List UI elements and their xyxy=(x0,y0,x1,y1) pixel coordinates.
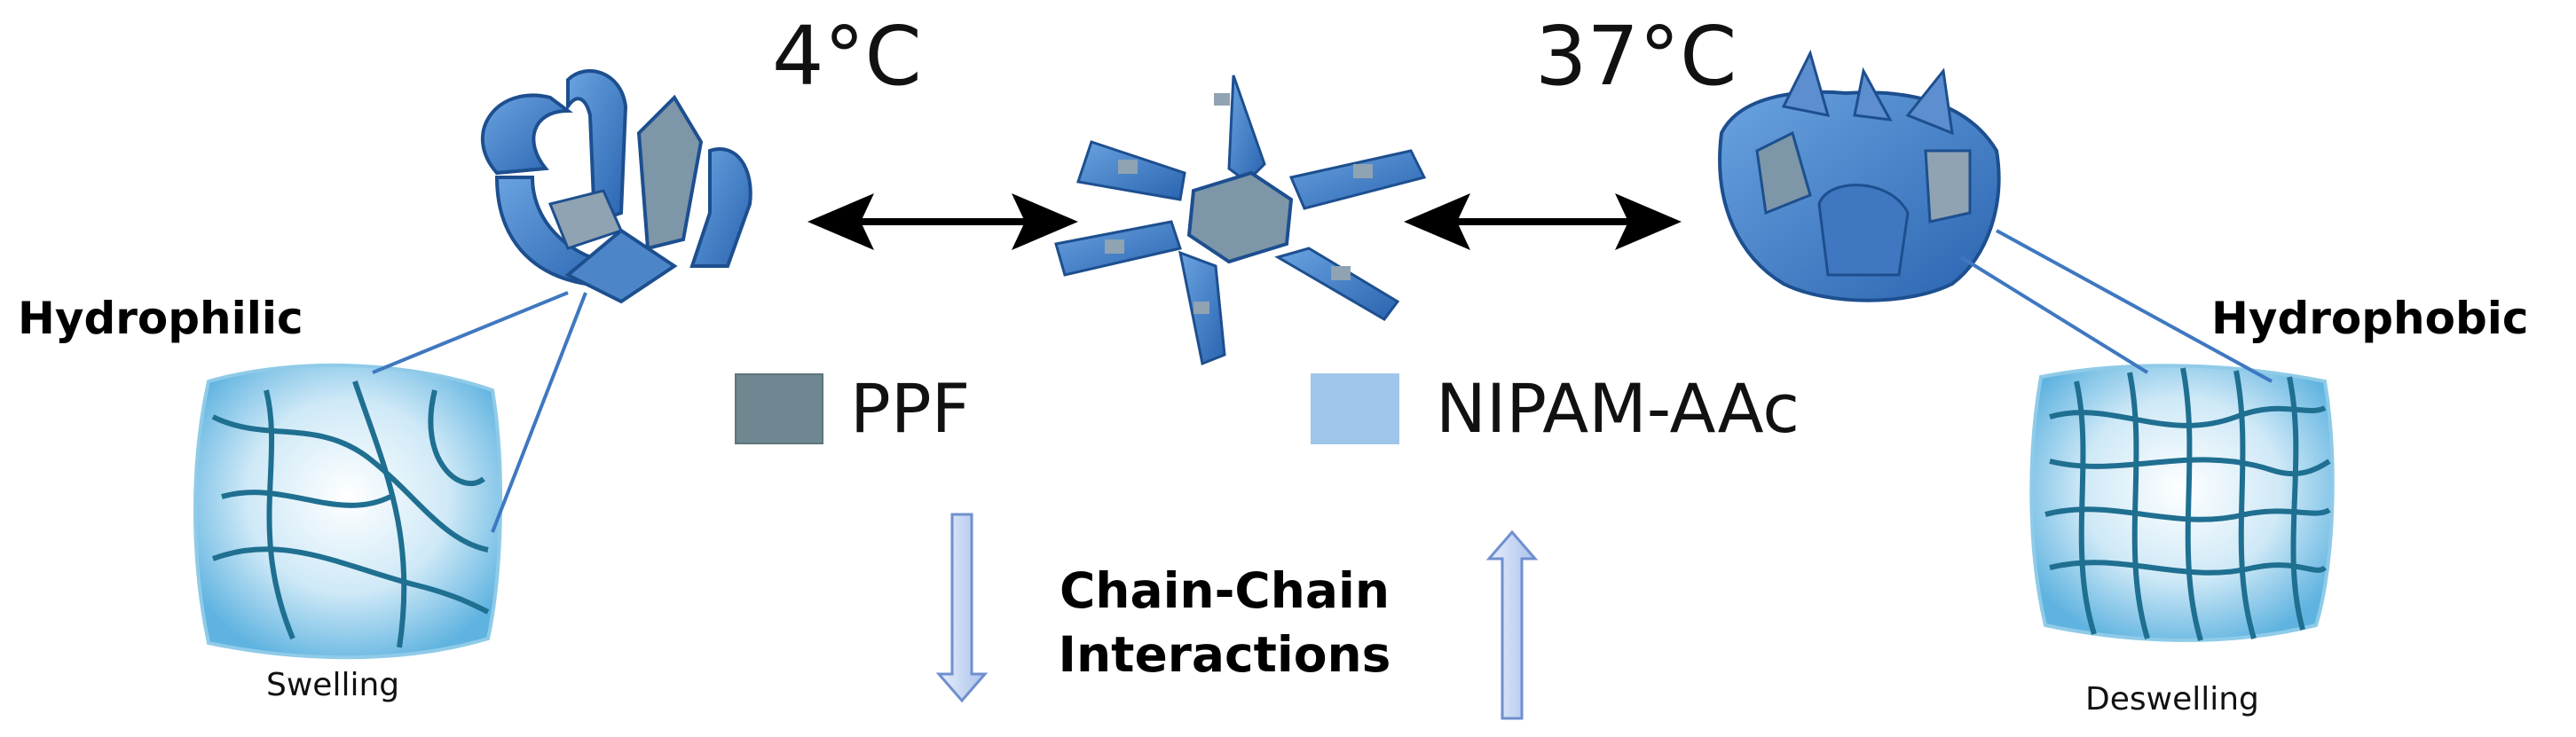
hydrophilic-label: Hydrophilic xyxy=(18,293,303,344)
legend-label-ppf: PPF xyxy=(850,369,971,448)
polymer-network-icon xyxy=(193,291,587,660)
legend-swatch-nipam-aac xyxy=(1311,373,1399,444)
double-arrow-icon xyxy=(807,193,1078,250)
temperature-warm-label: 37°C xyxy=(1535,9,1737,104)
legend-label-nipam-aac: NIPAM-AAc xyxy=(1436,369,1800,448)
gripper-closed-icon xyxy=(480,69,752,304)
polymer-network-icon xyxy=(1959,229,2335,642)
chain-interactions-line1: Chain-Chain xyxy=(1059,562,1390,619)
gripper-cup-icon xyxy=(1718,49,2001,302)
swelling-caption: Swelling xyxy=(266,667,400,703)
temperature-cold-label: 4°C xyxy=(772,9,922,104)
double-arrow-icon xyxy=(1404,193,1682,250)
chain-interactions-label: Chain-Chain Interactions xyxy=(1003,559,1446,686)
deswelling-caption: Deswelling xyxy=(2085,681,2259,717)
down-arrow-icon xyxy=(935,513,989,703)
up-arrow-icon xyxy=(1485,529,1539,720)
legend-swatch-ppf xyxy=(735,373,823,444)
hydrophobic-label: Hydrophobic xyxy=(2211,293,2529,344)
chain-interactions-line2: Interactions xyxy=(1058,626,1391,683)
gripper-open-star-icon xyxy=(1054,74,1427,366)
